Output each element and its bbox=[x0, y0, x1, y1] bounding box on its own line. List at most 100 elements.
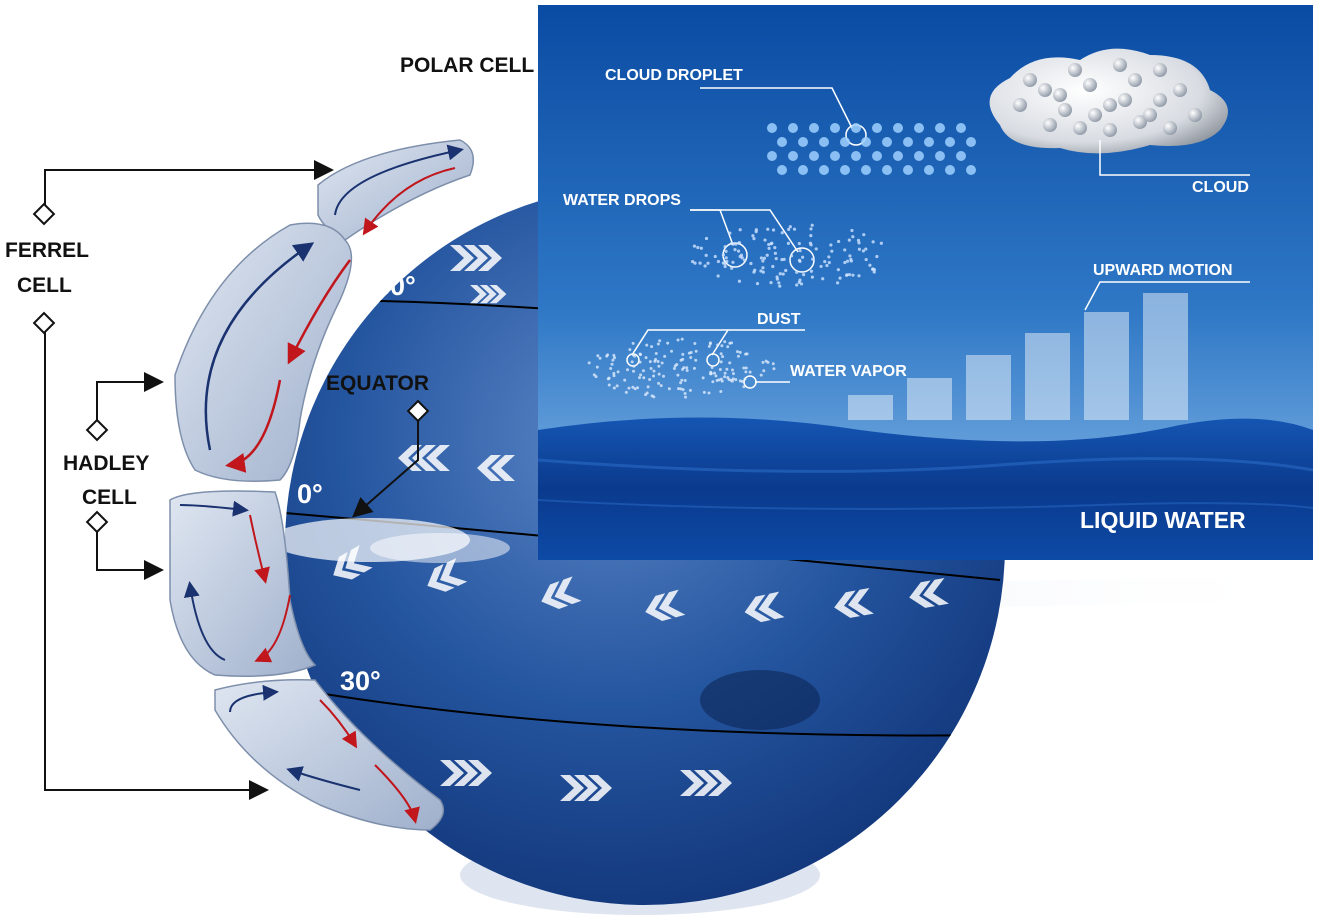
particle bbox=[679, 387, 683, 391]
particle bbox=[723, 375, 727, 379]
particle bbox=[681, 352, 685, 356]
particle bbox=[666, 341, 670, 345]
particle bbox=[683, 378, 687, 382]
particle bbox=[809, 151, 819, 161]
particle bbox=[771, 362, 775, 366]
particle bbox=[606, 377, 610, 381]
particle bbox=[893, 151, 903, 161]
particle bbox=[798, 165, 808, 175]
particle bbox=[716, 343, 720, 347]
particle bbox=[623, 378, 627, 382]
particle bbox=[838, 276, 842, 280]
particle bbox=[871, 240, 875, 244]
particle bbox=[662, 374, 666, 378]
particle bbox=[688, 388, 692, 392]
ferrel-bottom-diamond bbox=[32, 311, 56, 335]
particle bbox=[809, 227, 813, 231]
particle bbox=[872, 123, 882, 133]
particle bbox=[935, 151, 945, 161]
particle bbox=[738, 228, 742, 232]
particle bbox=[868, 263, 872, 267]
dust-marker bbox=[706, 353, 720, 367]
particle bbox=[882, 165, 892, 175]
cloud-droplet bbox=[1188, 108, 1202, 122]
particle bbox=[734, 378, 738, 382]
particle bbox=[656, 342, 660, 346]
hadley-leader bbox=[96, 372, 164, 580]
particle bbox=[935, 123, 945, 133]
particle bbox=[861, 137, 871, 147]
particle bbox=[649, 366, 653, 370]
particle bbox=[724, 256, 728, 260]
particle bbox=[847, 272, 852, 277]
cloud-droplet bbox=[1053, 88, 1067, 102]
particle bbox=[612, 371, 616, 375]
particle bbox=[731, 260, 735, 264]
particle bbox=[714, 374, 718, 378]
particle bbox=[715, 378, 719, 382]
cloud-droplet bbox=[1173, 83, 1187, 97]
particle bbox=[788, 123, 798, 133]
ferrel-top-diamond bbox=[32, 202, 56, 226]
particle bbox=[725, 367, 729, 371]
particle bbox=[827, 255, 831, 259]
particle bbox=[689, 351, 693, 355]
particle bbox=[692, 366, 696, 370]
particle bbox=[710, 365, 714, 369]
particle bbox=[677, 387, 681, 391]
particle bbox=[893, 123, 903, 133]
particle bbox=[641, 369, 645, 373]
particle bbox=[654, 358, 658, 362]
cloud-droplet bbox=[1083, 78, 1097, 92]
particle bbox=[657, 372, 661, 376]
particle bbox=[857, 274, 861, 278]
particle bbox=[694, 358, 698, 362]
cloud-leader bbox=[1099, 140, 1250, 176]
particle bbox=[956, 151, 966, 161]
particle bbox=[628, 348, 632, 352]
particle bbox=[742, 385, 746, 389]
particle bbox=[728, 341, 732, 345]
water-drops-leader-2 bbox=[690, 209, 799, 253]
particle bbox=[742, 366, 746, 370]
water-vapor-marker bbox=[743, 375, 757, 389]
particle bbox=[615, 384, 619, 388]
equator-label: EQUATOR bbox=[326, 372, 429, 395]
particle bbox=[814, 247, 818, 251]
cloud-droplet bbox=[1113, 58, 1127, 72]
particle bbox=[733, 248, 737, 252]
particle bbox=[864, 257, 868, 262]
particle bbox=[612, 353, 616, 357]
particle bbox=[788, 225, 792, 229]
particle bbox=[774, 257, 778, 261]
particle bbox=[810, 223, 814, 227]
particle bbox=[914, 123, 924, 133]
hadley-bottom-diamond bbox=[85, 510, 109, 534]
particle bbox=[879, 241, 883, 245]
particle bbox=[840, 137, 850, 147]
particle bbox=[648, 378, 652, 382]
particle bbox=[650, 345, 654, 349]
particle bbox=[730, 241, 734, 246]
cloud-droplet-leader bbox=[700, 87, 853, 129]
particle bbox=[660, 361, 664, 365]
particle bbox=[811, 257, 815, 261]
particle bbox=[707, 344, 711, 348]
particle bbox=[729, 378, 733, 382]
particle bbox=[751, 234, 755, 238]
particle bbox=[778, 272, 782, 276]
particle bbox=[685, 366, 689, 370]
particle bbox=[719, 377, 723, 381]
particle bbox=[611, 358, 615, 362]
dust-leader-1 bbox=[631, 329, 805, 356]
cloud-droplet bbox=[1103, 123, 1117, 137]
particle bbox=[851, 273, 855, 277]
particle bbox=[924, 165, 934, 175]
particle bbox=[792, 227, 797, 231]
cell-north-polar bbox=[317, 139, 475, 241]
particle bbox=[633, 387, 637, 391]
particle bbox=[630, 360, 634, 364]
cloud-droplet bbox=[1163, 121, 1177, 135]
cloud-droplet bbox=[1143, 108, 1157, 122]
